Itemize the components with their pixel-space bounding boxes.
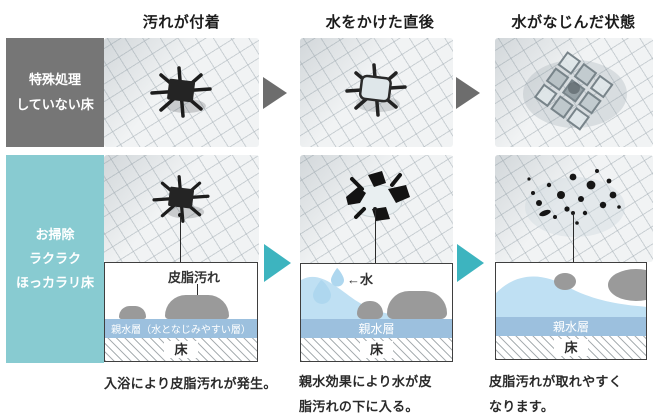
row-label-line: していない床 [16, 96, 94, 112]
column-header-water-blended: 水がなじんだ状態 [511, 14, 636, 31]
row-label-line: ラクラク [28, 250, 81, 266]
row-label-line: ほっカラリ床 [15, 275, 94, 291]
column-header-stain-attaches: 汚れが付着 [142, 14, 221, 31]
caption-line: 親水効果により水が皮 [299, 374, 432, 389]
water-wave-shape [496, 276, 646, 317]
diagram-water-under-sebum: ←水 親水層 床 [300, 263, 453, 362]
photo-treated-stain [104, 155, 259, 262]
photo-untreated-water-poured [300, 38, 453, 147]
pointer-dot [178, 213, 182, 217]
sebum-blob-large-floating [608, 269, 646, 301]
pointer-dot [373, 207, 377, 211]
floor-label: 床 [164, 341, 198, 358]
washed-stain-icon [345, 63, 407, 117]
row-label-line: お掃除 [35, 226, 75, 242]
diagram-sebum-on-layer: 皮脂汚れ 親水層（水となじみやすい層） 床 [104, 262, 258, 362]
dark-stain-icon [150, 66, 212, 118]
teal-arrow-right-icon [457, 244, 484, 282]
row-label-hokkarari-floor: お掃除 ラクラク ほっカラリ床 [6, 155, 104, 363]
photo-treated-stain-lifting [495, 155, 653, 262]
caption-step2: 親水効果により水が皮 脂汚れの下に入る。 [299, 370, 432, 418]
caption-step3: 皮脂汚れが取れやすく なります。 [489, 370, 622, 418]
connector-line [180, 216, 181, 262]
column-header-right-after-water: 水をかけた直後 [325, 14, 435, 31]
sebum-blob-small [119, 306, 146, 319]
teal-arrow-right-icon [264, 244, 291, 282]
hydrophilic-layer-band: 親水層（水となじみやすい層） [105, 319, 257, 338]
caption-line: なります。 [489, 398, 555, 414]
connector-line [197, 284, 198, 297]
row-label-untreated-floor: 特殊処理 していない床 [6, 38, 104, 147]
caption-line: 皮脂汚れが取れやすく [489, 374, 623, 389]
floor-label: 床 [359, 341, 393, 358]
row-label-line: 特殊処理 [28, 72, 81, 88]
diagram-sebum-released: 親水層 床 [495, 262, 647, 360]
hydrophilic-layer-band: 親水層 [301, 319, 452, 338]
floor-label: 床 [554, 339, 588, 356]
connector-line [375, 210, 376, 263]
caption-line: 入浴により皮脂汚れが発生。 [104, 376, 277, 391]
floor-base-hatch: 床 [105, 338, 257, 361]
photo-treated-water-poured [300, 155, 453, 263]
pointer-dot [571, 211, 575, 215]
sebum-dirt-label: 皮脂汚れ [167, 270, 220, 285]
gray-arrow-right-icon [456, 77, 480, 109]
sebum-blob-large [387, 291, 447, 319]
hydrophilic-layer-band: 親水層 [496, 317, 646, 336]
water-label: ←水 [347, 272, 374, 287]
gray-arrow-right-icon [263, 77, 287, 109]
dark-stain-icon [152, 175, 210, 223]
caption-step1: 入浴により皮脂汚れが発生。 [104, 372, 277, 397]
connector-line [573, 214, 574, 262]
diffuse-stain-icon [523, 51, 627, 131]
sebum-blob-medium [357, 301, 383, 319]
water-body-shape [301, 268, 452, 319]
broken-stain-icon [346, 171, 410, 221]
floor-base-hatch: 床 [301, 338, 452, 361]
caption-line: 脂汚れの下に入る。 [299, 398, 419, 414]
scattered-dots-stain-icon [525, 169, 625, 237]
sebum-blob-large [165, 295, 229, 319]
photo-untreated-stain [104, 38, 259, 147]
photo-untreated-stain-spread [495, 38, 653, 147]
sebum-blob-floating [554, 273, 576, 290]
floor-base-hatch: 床 [496, 336, 646, 359]
